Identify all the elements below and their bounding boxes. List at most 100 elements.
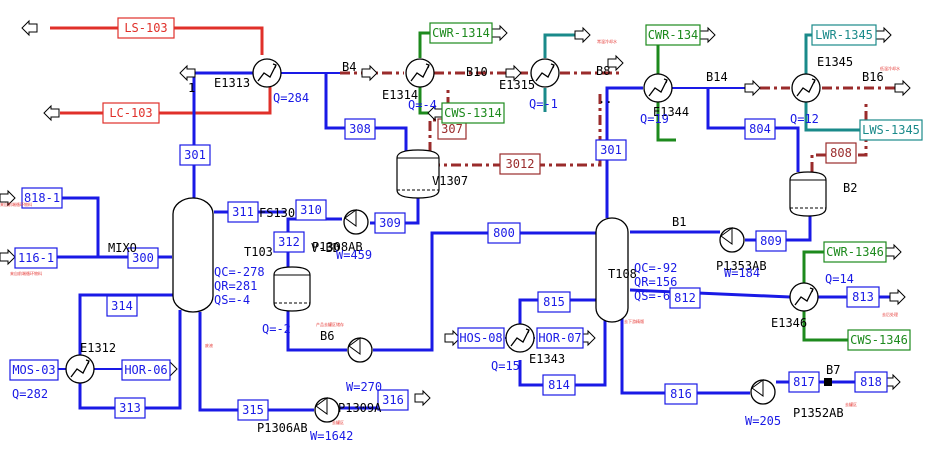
stream-label-300[interactable]: 300 — [127, 247, 159, 269]
block-label-e1312: E1312 — [80, 341, 116, 355]
heat-exchanger-e1315[interactable] — [530, 58, 560, 88]
stream-label-ls103[interactable]: LS-103 — [117, 17, 175, 39]
stream-label-116-1[interactable]: 116-1 — [14, 247, 58, 269]
stream-label-809[interactable]: 809 — [755, 230, 787, 252]
stream-label-hor07[interactable]: HOR-07 — [536, 327, 584, 349]
stream-label-mos03[interactable]: MOS-03 — [9, 359, 59, 381]
stream-label-818[interactable]: 818 — [854, 371, 888, 393]
stream-label-818-1-text: 818-1 — [24, 191, 60, 205]
stream-label-816[interactable]: 816 — [664, 383, 698, 405]
pump-p1352ab[interactable] — [750, 379, 776, 405]
stream-line-301b — [605, 86, 643, 218]
stream-label-808[interactable]: 808 — [825, 142, 857, 164]
heat-exchanger-e1345[interactable] — [791, 73, 821, 103]
drum-b2[interactable] — [789, 171, 827, 217]
heat-exchanger-e1343[interactable] — [505, 323, 535, 353]
stream-label-cws1314[interactable]: CWS-1314 — [441, 102, 505, 124]
stream-label-311[interactable]: 311 — [227, 201, 259, 223]
stream-label-804[interactable]: 804 — [744, 118, 776, 140]
stream-label-314[interactable]: 314 — [106, 295, 138, 317]
tiny-annotation-10: 去罐区 — [332, 419, 344, 425]
stream-label-300-text: 300 — [132, 251, 154, 265]
heat-exchanger-e1346[interactable] — [789, 282, 819, 312]
block-label-e1313-side: 1 — [188, 81, 195, 95]
stream-label-815-text: 815 — [543, 295, 565, 309]
arrow-lc103 — [43, 105, 60, 121]
stream-label-lws1345[interactable]: LWS-1345 — [859, 119, 923, 141]
block-b7[interactable] — [824, 378, 832, 386]
stream-label-lc103[interactable]: LC-103 — [102, 102, 160, 124]
stream-label-313[interactable]: 313 — [114, 397, 146, 419]
stream-label-315[interactable]: 315 — [237, 399, 269, 421]
stream-line-3012 — [430, 90, 602, 167]
block-label-p1309a: P1309A — [338, 401, 382, 415]
arrow-b14 — [744, 80, 761, 96]
stream-label-310[interactable]: 310 — [295, 199, 327, 221]
stream-label-301-right[interactable]: 301 — [595, 139, 627, 161]
stream-label-309[interactable]: 309 — [374, 212, 406, 234]
stream-label-cws1346[interactable]: CWS-1346 — [847, 329, 911, 351]
tiny-annotation-9: 去罐区 — [845, 401, 857, 407]
pump-p1309a[interactable] — [347, 337, 373, 363]
stream-line-816 — [620, 318, 750, 395]
stream-label-cws1314-text: CWS-1314 — [444, 106, 502, 120]
block-label-b6: B6 — [320, 329, 334, 343]
stream-label-813[interactable]: 813 — [846, 286, 880, 308]
stream-label-809-text: 809 — [760, 234, 782, 248]
stream-label-815[interactable]: 815 — [537, 291, 571, 313]
column-t108[interactable] — [595, 217, 629, 323]
stream-label-307[interactable]: 307 — [437, 118, 467, 140]
heat-exchanger-e1313[interactable] — [252, 58, 282, 88]
stream-label-817[interactable]: 817 — [788, 371, 820, 393]
stream-label-315-text: 315 — [242, 403, 264, 417]
stream-line-lwr1345 — [804, 33, 812, 74]
duty-e1345: Q=12 — [790, 112, 819, 126]
stream-label-800[interactable]: 800 — [487, 222, 521, 244]
stream-label-lwr1345[interactable]: LWR-1345 — [811, 24, 877, 46]
duty-e1343: Q=15 — [491, 359, 520, 373]
pump-p1308ab[interactable] — [343, 209, 369, 235]
stream-line-cws1346 — [802, 311, 848, 342]
stream-label-814[interactable]: 814 — [542, 374, 576, 396]
stream-label-cwr1314[interactable]: CWR-1314 — [429, 22, 493, 44]
stream-label-cwr1344[interactable]: CWR-134 — [645, 24, 701, 46]
drum-v-bd[interactable] — [273, 266, 311, 312]
stream-label-818-1[interactable]: 818-1 — [21, 187, 63, 209]
arrow-lwr1345 — [875, 27, 892, 43]
pump-p1353ab[interactable] — [719, 227, 745, 253]
stream-label-307-text: 307 — [441, 122, 463, 136]
stream-line-308 — [324, 73, 408, 152]
stream-line-313 — [78, 310, 182, 410]
block-label-e1314: E1314 — [382, 88, 418, 102]
stream-line-b6 — [286, 305, 347, 352]
stream-label-301-left[interactable]: 301 — [179, 144, 211, 166]
block-label-b14: B14 — [706, 70, 728, 84]
power-p1353ab: W=184 — [724, 266, 760, 280]
stream-label-814-text: 814 — [548, 378, 570, 392]
heat-exchanger-e1344[interactable] — [643, 73, 673, 103]
stream-label-308[interactable]: 308 — [344, 118, 376, 140]
stream-line-315 — [198, 312, 314, 412]
stream-label-812[interactable]: 812 — [669, 287, 701, 309]
stream-label-hos08[interactable]: HOS-08 — [457, 327, 505, 349]
column-t103[interactable] — [172, 197, 214, 313]
stream-label-312[interactable]: 312 — [273, 231, 305, 253]
stream-label-hor06[interactable]: HOR-06 — [121, 359, 171, 381]
duty-v-bd: Q=-2 — [262, 322, 291, 336]
stream-label-316[interactable]: 316 — [377, 389, 409, 411]
block-label-mixer: MIXO — [108, 241, 137, 255]
stream-label-3012[interactable]: 3012 — [499, 153, 541, 175]
stream-label-hor07-text: HOR-07 — [538, 331, 581, 345]
heat-exchanger-e1312[interactable] — [65, 354, 95, 384]
stream-label-cwr1346[interactable]: CWR-1346 — [823, 241, 887, 263]
tiny-annotation-3: 来自前端循环物料 — [0, 201, 32, 207]
pump-p1306ab[interactable] — [314, 397, 340, 423]
stream-label-ls103-text: LS-103 — [124, 21, 167, 35]
stream-line-812 — [629, 288, 791, 299]
duty-e1346: Q=14 — [825, 272, 854, 286]
arrow-cwr1344 — [699, 27, 716, 43]
drum-v1307[interactable] — [396, 149, 440, 199]
heat-exchanger-e1314[interactable] — [405, 58, 435, 88]
stream-label-800-text: 800 — [493, 226, 515, 240]
duty-e1315: Q=-1 — [529, 97, 558, 111]
